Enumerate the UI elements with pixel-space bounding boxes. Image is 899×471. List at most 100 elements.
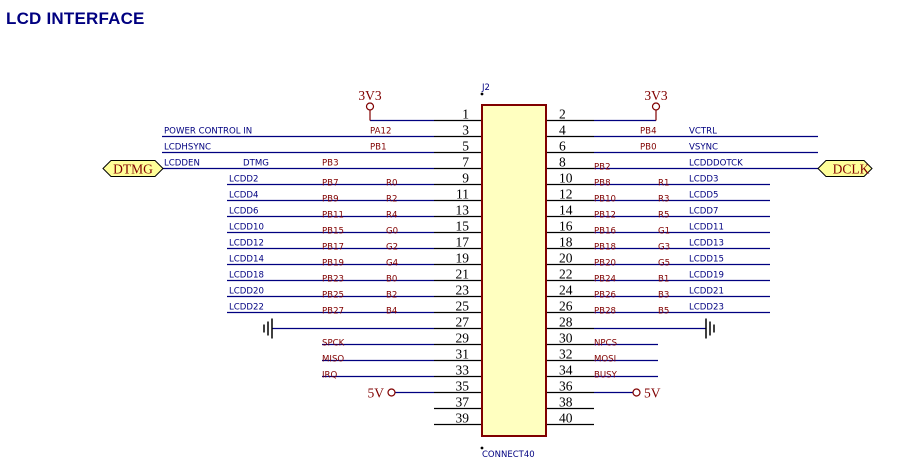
port-label-right: PB0 [640, 143, 657, 153]
net-label-left: LCDD18 [229, 271, 264, 281]
power-label-5v: 5V [368, 386, 385, 401]
pin-number-outer-right: 20 [559, 251, 573, 266]
pin-number-outer-right: 2 [559, 107, 566, 122]
pin-number-outer-right: 38 [559, 395, 573, 410]
port-label-right: PB24 [594, 275, 616, 285]
func-label-left: R0 [386, 179, 397, 189]
port-label-right: PB16 [594, 227, 616, 237]
net-label-right: LCDD11 [689, 223, 724, 233]
page-title: LCD INTERFACE [6, 9, 145, 28]
power-3v3-icon [651, 102, 661, 111]
port-label-right: PB2 [594, 163, 611, 173]
pin-number-outer-right: 12 [559, 187, 573, 202]
func-label-left: B4 [386, 307, 397, 317]
port-label-left: PB7 [322, 179, 339, 189]
net-label-left: LCDD6 [229, 207, 259, 217]
power-3v3-icon [365, 102, 375, 111]
net-label-left: POWER CONTROL IN [164, 127, 252, 137]
net-label-right: LCDD3 [689, 175, 719, 185]
pin-number-outer-left: 23 [456, 283, 470, 298]
designator-label: J2 [481, 83, 490, 93]
port-label-right: PB12 [594, 211, 616, 221]
func-label-left: R2 [386, 195, 397, 205]
port-label-right: PB4 [640, 127, 657, 137]
func-label-right: G3 [658, 243, 670, 253]
power-label-3v3: 3V3 [644, 88, 667, 103]
port-label-right: PB20 [594, 259, 616, 269]
pin-number-outer-right: 26 [559, 299, 573, 314]
port-label-left: PB27 [322, 307, 344, 317]
pin-number-outer-right: 28 [559, 315, 573, 330]
power-5v-icon [632, 388, 641, 397]
port-label-left: PA12 [370, 127, 391, 137]
part-comment-label: CONNECT40 [482, 450, 535, 460]
pin-number-outer-left: 21 [456, 267, 470, 282]
net-label-left: LCDHSYNC [164, 143, 211, 153]
pin-number-outer-left: 13 [456, 203, 470, 218]
func-label-right: G1 [658, 227, 670, 237]
pin-number-outer-left: 9 [462, 171, 469, 186]
port-label-dtmg: DTMG [113, 162, 153, 177]
pin-number-outer-left: 27 [456, 315, 470, 330]
pin-number-outer-left: 19 [456, 251, 470, 266]
power-label-3v3: 3V3 [358, 88, 381, 103]
pin-number-outer-right: 30 [559, 331, 573, 346]
net-label-left: LCDD10 [229, 223, 264, 233]
pin-number-outer-left: 5 [462, 139, 469, 154]
func-label-right: B1 [658, 275, 669, 285]
func-label-left: R4 [386, 211, 397, 221]
net-label-right: LCDD5 [689, 191, 719, 201]
pin-number-outer-left: 7 [462, 155, 469, 170]
net-label-right: LCDD19 [689, 271, 724, 281]
pin-number-outer-right: 4 [559, 123, 566, 138]
port-label-right: BUSY [594, 371, 618, 381]
func-label-left: G4 [386, 259, 398, 269]
func-label-left: G2 [386, 243, 398, 253]
port-label-left: IRQ [322, 371, 338, 381]
pin-number-outer-left: 11 [456, 187, 469, 202]
port-label-right: PB18 [594, 243, 616, 253]
port-dtmg-icon [102, 160, 164, 177]
net-label-right: LCDD13 [689, 239, 724, 249]
pin-number-outer-left: 1 [462, 107, 469, 122]
pin-number-outer-left: 25 [456, 299, 470, 314]
pin-number-outer-left: 3 [462, 123, 469, 138]
pin-number-outer-right: 14 [559, 203, 573, 218]
net-label-left: LCDD22 [229, 303, 264, 313]
port-label-left: PB25 [322, 291, 344, 301]
func-label-left: G0 [386, 227, 398, 237]
pin-number-outer-left: 31 [456, 347, 470, 362]
pin-number-outer-right: 6 [559, 139, 566, 154]
comment-dot [480, 446, 484, 450]
net-label-right: VSYNC [689, 143, 718, 153]
port-label-right: MOSI [594, 355, 616, 365]
pin-number-outer-left: 15 [456, 219, 470, 234]
port-label-left: PB3 [322, 159, 339, 169]
net-label-right: LCDD15 [689, 255, 724, 265]
connector-body-rect [481, 104, 547, 437]
net-label-left: LCDD2 [229, 175, 259, 185]
pin-number-outer-right: 8 [559, 155, 566, 170]
net-label-right: LCDDDOTCK [689, 159, 743, 169]
net-label-left-func: DTMG [243, 159, 269, 169]
net-label-right: LCDD23 [689, 303, 724, 313]
port-label-left: SPCK [322, 339, 345, 349]
pin-number-outer-right: 18 [559, 235, 573, 250]
pin-number-outer-right: 16 [559, 219, 573, 234]
port-label-left: PB15 [322, 227, 344, 237]
pin-number-outer-right: 36 [559, 379, 573, 394]
port-label-right: PB28 [594, 307, 616, 317]
net-label-right: LCDD7 [689, 207, 719, 217]
func-label-left: B2 [386, 291, 397, 301]
port-label-left: MISO [322, 355, 344, 365]
port-label-left: PB23 [322, 275, 344, 285]
pin-number-outer-left: 33 [456, 363, 470, 378]
net-label-left: LCDD20 [229, 287, 264, 297]
port-dclk-icon [817, 160, 873, 177]
pin-number-outer-left: 17 [456, 235, 470, 250]
